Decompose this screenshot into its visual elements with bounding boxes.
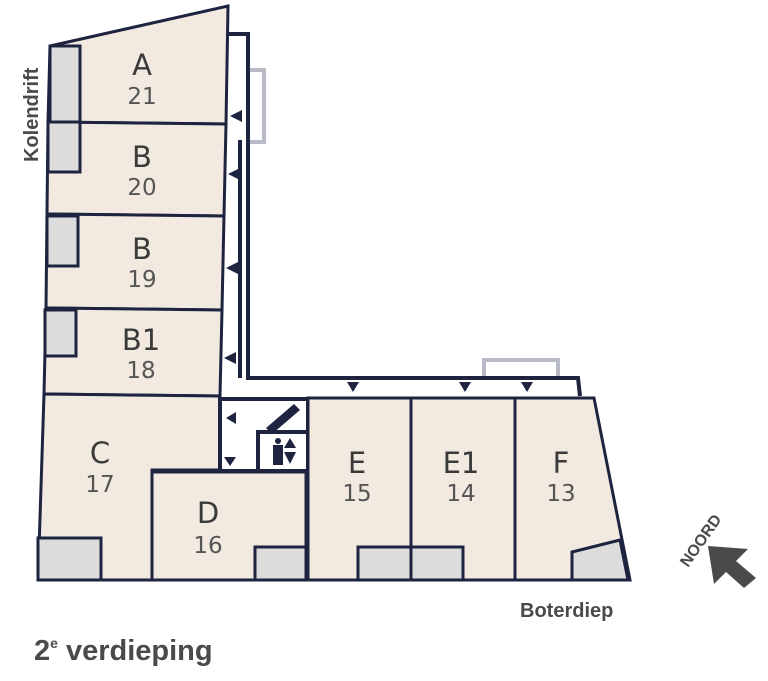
storage-room — [253, 545, 308, 582]
unit-type: B — [132, 140, 152, 174]
unit-number: 15 — [342, 481, 371, 507]
street-label-bottom: Boterdiep — [520, 600, 613, 622]
floor-suffix: e — [50, 635, 58, 651]
unit-F-13[interactable]: F 13 — [513, 396, 632, 582]
floor-label: 2e verdieping — [34, 635, 213, 667]
storage-room — [356, 545, 413, 582]
unit-type: F — [553, 446, 570, 480]
unit-number: 13 — [546, 481, 575, 507]
storage-room — [409, 545, 465, 582]
unit-E1-14[interactable]: E1 14 — [409, 396, 517, 582]
elevator-icon[interactable] — [273, 438, 296, 465]
unit-number: 18 — [126, 358, 155, 384]
storage-room — [45, 214, 80, 268]
unit-B-20[interactable]: B 20 — [45, 120, 228, 218]
unit-type: A — [132, 48, 152, 82]
entrance-arrow-icon — [228, 168, 240, 180]
storage-room — [48, 44, 82, 124]
unit-B-19[interactable]: B 19 — [44, 212, 226, 312]
unit-E-15[interactable]: E 15 — [306, 396, 413, 582]
gallery-walkway — [228, 32, 582, 397]
entrance-arrow-icon — [224, 352, 236, 364]
street-label-left: Kolendrift — [21, 67, 43, 162]
unit-type: B — [132, 232, 152, 266]
unit-D-16[interactable]: D 16 — [150, 470, 308, 582]
entrance-arrow-icon — [226, 262, 238, 274]
north-indicator: NOORD — [677, 512, 756, 588]
storage-room — [46, 120, 82, 174]
unit-number: 19 — [127, 267, 156, 293]
unit-number: 16 — [193, 533, 222, 559]
storage-room — [43, 308, 78, 358]
unit-B1-18[interactable]: B1 18 — [42, 306, 224, 398]
unit-number: 21 — [127, 84, 156, 110]
unit-type: D — [197, 496, 219, 530]
unit-C-17[interactable]: C 17 — [36, 392, 222, 582]
unit-type: E — [348, 446, 366, 480]
floor-word: verdieping — [66, 635, 213, 667]
unit-number: 17 — [85, 472, 114, 498]
balcony-north — [250, 68, 266, 144]
entrance-arrow-icon — [226, 412, 236, 424]
storage-room — [36, 536, 103, 582]
north-arrow-icon — [708, 546, 756, 588]
floor-number: 2 — [34, 635, 50, 667]
unit-type: E1 — [443, 446, 480, 480]
entrance-arrow-icon — [459, 382, 471, 392]
unit-type: B1 — [122, 323, 160, 357]
unit-number: 20 — [127, 175, 156, 201]
entrance-arrow-icon — [521, 382, 533, 392]
entrance-arrow-icon — [230, 110, 242, 122]
stair-core — [218, 397, 310, 473]
unit-A-21[interactable]: A 21 — [46, 4, 230, 126]
entrance-arrow-icon — [347, 382, 359, 392]
storage-room — [570, 538, 630, 582]
stairs-icon — [266, 404, 300, 434]
unit-type: C — [90, 436, 110, 470]
balcony-east — [482, 358, 560, 376]
entrance-arrows — [224, 110, 533, 392]
entrance-arrow-icon — [224, 457, 236, 466]
unit-number: 14 — [446, 481, 475, 507]
